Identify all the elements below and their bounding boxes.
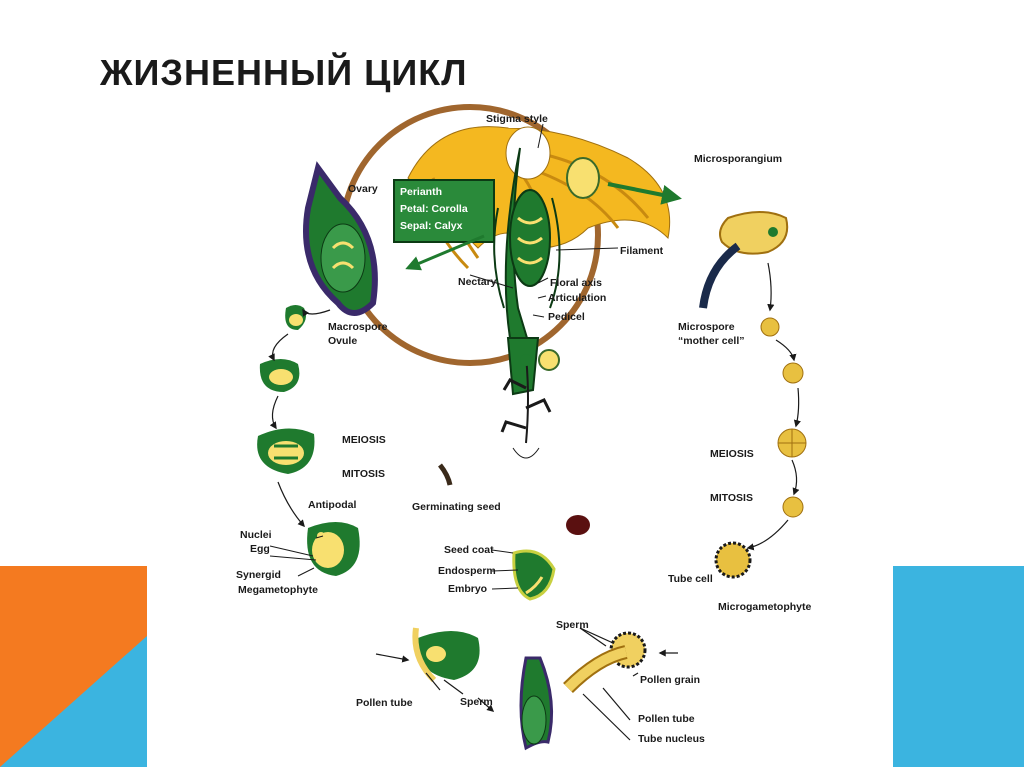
label-meiosis-right: MEIOSIS (710, 448, 754, 460)
microsporangium-illustration (699, 211, 789, 309)
label-stigma-style: Stigma style (486, 113, 548, 125)
label-tube-nucleus: Tube nucleus (638, 733, 705, 745)
fertilization-illustration (412, 627, 554, 751)
label-tube-cell: Tube cell (668, 573, 713, 585)
label-sperm-left: Sperm (460, 696, 493, 708)
label-filament: Filament (620, 245, 664, 257)
label-mitosis-right: MITOSIS (710, 492, 753, 504)
label-sperm-right: Sperm (556, 619, 589, 631)
label-ovary: Ovary (348, 183, 378, 195)
label-pollen-tube-left: Pollen tube (356, 697, 413, 709)
label-pedicel: Pedicel (548, 311, 585, 323)
label-egg: Egg (250, 543, 270, 555)
label-petal-corolla: Petal: Corolla (400, 203, 468, 215)
perianth-label-box (393, 179, 495, 243)
label-nectary: Nectary (458, 276, 497, 288)
ovule-stages (257, 305, 360, 576)
label-macrospore: Macrospore (328, 321, 388, 333)
label-antipodal: Antipodal (308, 499, 356, 511)
label-seed-coat: Seed coat (444, 544, 494, 556)
label-articulation: Articulation (548, 292, 606, 304)
blue-corner-decoration (893, 566, 1024, 767)
label-embryo: Embryo (448, 583, 487, 595)
angiosperm-life-cycle-diagram: Stigma style Microsporangium Ovary Peria… (208, 98, 840, 767)
label-sepal-calyx: Sepal: Calyx (400, 220, 463, 232)
label-synergid: Synergid (236, 569, 281, 581)
label-mother-cell: “mother cell” (678, 335, 745, 347)
slide-title: ЖИЗНЕННЫЙ ЦИКЛ (100, 52, 468, 93)
label-microgametophyte: Microgametophyte (718, 601, 812, 613)
label-megametophyte: Megametophyte (238, 584, 318, 596)
label-floral-axis: Floral axis (550, 277, 602, 289)
label-nuclei: Nuclei (240, 529, 272, 541)
label-pollen-tube-right: Pollen tube (638, 713, 695, 725)
label-mitosis-left: MITOSIS (342, 468, 385, 480)
label-endosperm: Endosperm (438, 565, 496, 577)
seedling-illustration (438, 349, 590, 601)
label-ovule: Ovule (328, 335, 357, 347)
label-germinating-seed: Germinating seed (412, 501, 501, 513)
pollen-stages (563, 317, 807, 693)
label-microsporangium: Microsporangium (694, 153, 782, 165)
label-perianth: Perianth (400, 186, 442, 198)
label-meiosis-left: MEIOSIS (342, 434, 386, 446)
label-microspore: Microspore (678, 321, 735, 333)
ovary-illustration (303, 161, 378, 316)
orange-corner-decoration (0, 566, 147, 767)
label-pollen-grain: Pollen grain (640, 674, 700, 686)
